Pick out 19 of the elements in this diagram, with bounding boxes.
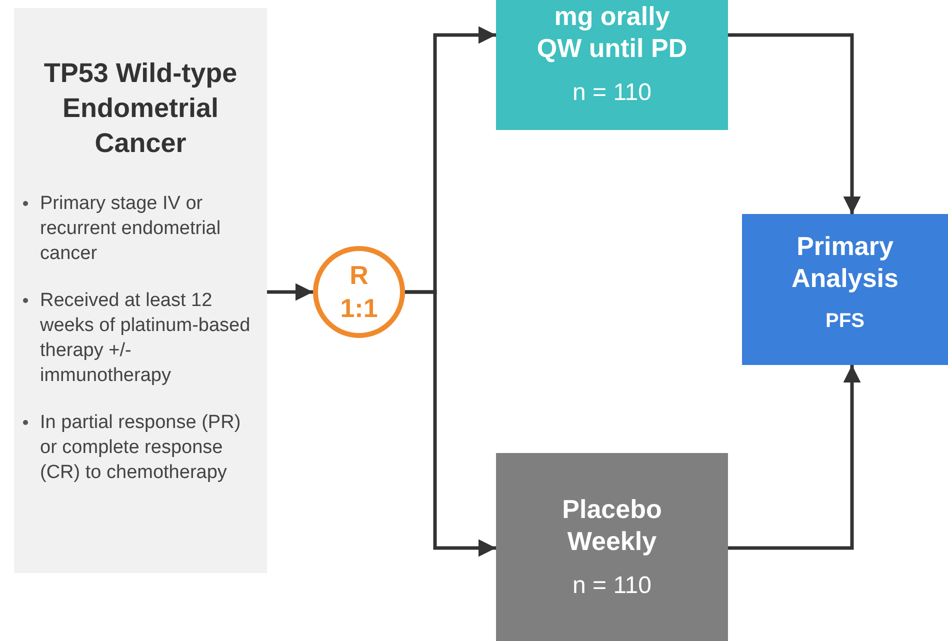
criterion-text: In partial response (PR) or complete response (CR) to chemotherapy bbox=[40, 410, 261, 485]
arm-title: mg orally QW until PD bbox=[536, 0, 688, 64]
arm-detail: n = 110 bbox=[572, 571, 652, 601]
criterion-text: Received at least 12 weeks of platinum-based therapy +/- immunotherapy bbox=[40, 288, 261, 388]
panel-heading: TP53 Wild-type Endometrial Cancer bbox=[42, 57, 238, 160]
placebo-arm-box bbox=[496, 453, 728, 641]
arrow bbox=[405, 290, 496, 557]
ratio-label: R 1:1 bbox=[339, 259, 379, 325]
criteria-panel bbox=[14, 8, 267, 573]
arm-title: Placebo Weekly bbox=[561, 493, 663, 557]
analysis-box bbox=[742, 214, 948, 365]
arm-detail: PFS bbox=[826, 309, 864, 334]
arrow bbox=[728, 33, 861, 214]
arm-detail: n = 110 bbox=[572, 78, 652, 108]
treatment-arm-box bbox=[496, 0, 728, 130]
arm-title: Primary Analysis bbox=[790, 230, 900, 294]
criterion-text: Primary stage IV or recurrent endometrial cancer bbox=[40, 191, 261, 266]
arrow bbox=[728, 365, 861, 550]
arrow bbox=[267, 283, 313, 301]
